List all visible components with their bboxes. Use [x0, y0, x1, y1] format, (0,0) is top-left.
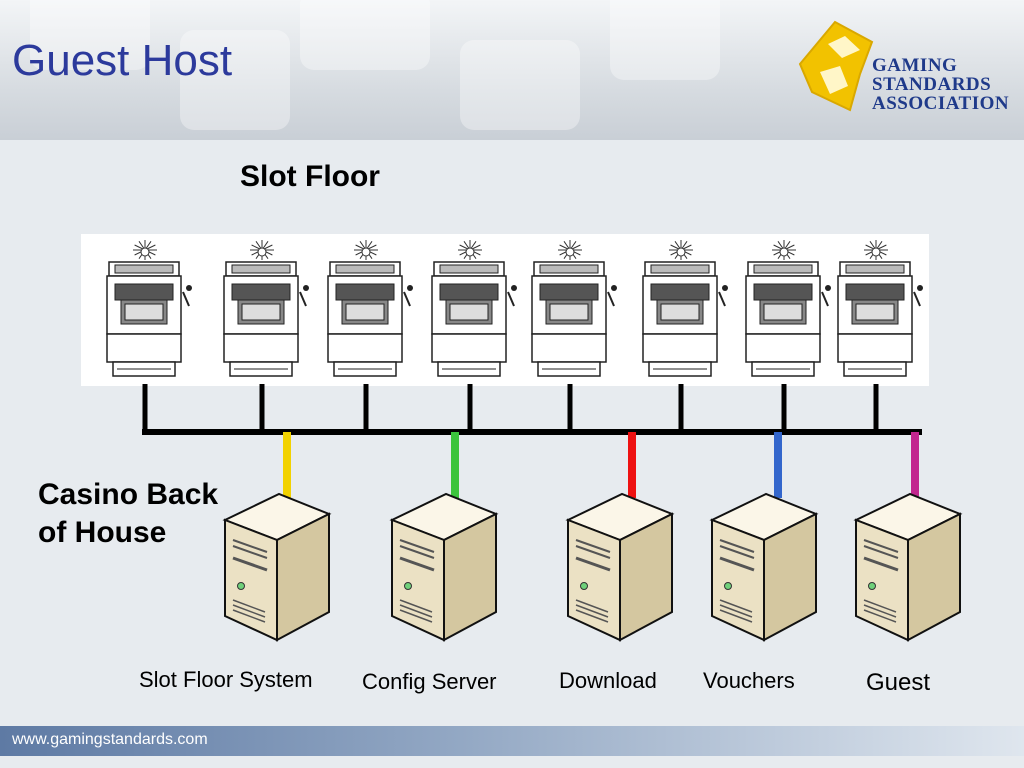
slot-machine-icon	[531, 240, 617, 432]
puzzle-piece-decoration	[180, 30, 290, 130]
server-label-config-server: Config Server	[362, 669, 497, 694]
slot-machine-icon	[223, 240, 309, 432]
footer-website-link[interactable]: www.gamingstandards.com	[12, 731, 208, 748]
logo-text-line-2: STANDARDS	[872, 74, 992, 95]
puzzle-piece-decoration	[300, 0, 430, 70]
slot-machine-icon	[327, 240, 413, 432]
back-of-house-line-1: Casino Back	[38, 478, 219, 511]
server-tower-icon	[709, 492, 819, 642]
server-tower-icon	[853, 492, 963, 642]
slot-machine-icon	[642, 240, 728, 432]
slot-machine-icon	[106, 240, 192, 432]
logo-text-line-3: ASSOCIATION	[872, 93, 1010, 114]
puzzle-piece-decoration	[460, 40, 580, 130]
server-label-slot-floor-system: Slot Floor System	[139, 667, 313, 692]
gsa-logo	[798, 20, 874, 112]
server-label-guest: Guest	[866, 669, 931, 696]
slot-floor-label: Slot Floor	[240, 160, 380, 193]
gsa-logo-mark-icon	[798, 20, 874, 112]
footer-bar	[0, 726, 1024, 756]
server-tower-icon	[565, 492, 675, 642]
slot-machine-icon	[431, 240, 517, 432]
bottom-band	[0, 756, 1024, 768]
server-label-download: Download	[559, 668, 657, 693]
page-title: Guest Host	[12, 36, 233, 85]
logo-text-line-1: GAMING	[872, 55, 958, 76]
slot-machine-icon	[837, 240, 923, 432]
server-tower-icon	[389, 492, 499, 642]
back-of-house-line-2: of House	[38, 516, 167, 549]
server-label-vouchers: Vouchers	[703, 668, 795, 693]
puzzle-piece-decoration	[610, 0, 720, 80]
server-tower-icon	[222, 492, 332, 642]
slot-machine-icon	[745, 240, 831, 432]
casino-back-of-house-label: Casino Back of House	[38, 476, 218, 552]
puzzle-piece-decoration	[30, 0, 150, 70]
